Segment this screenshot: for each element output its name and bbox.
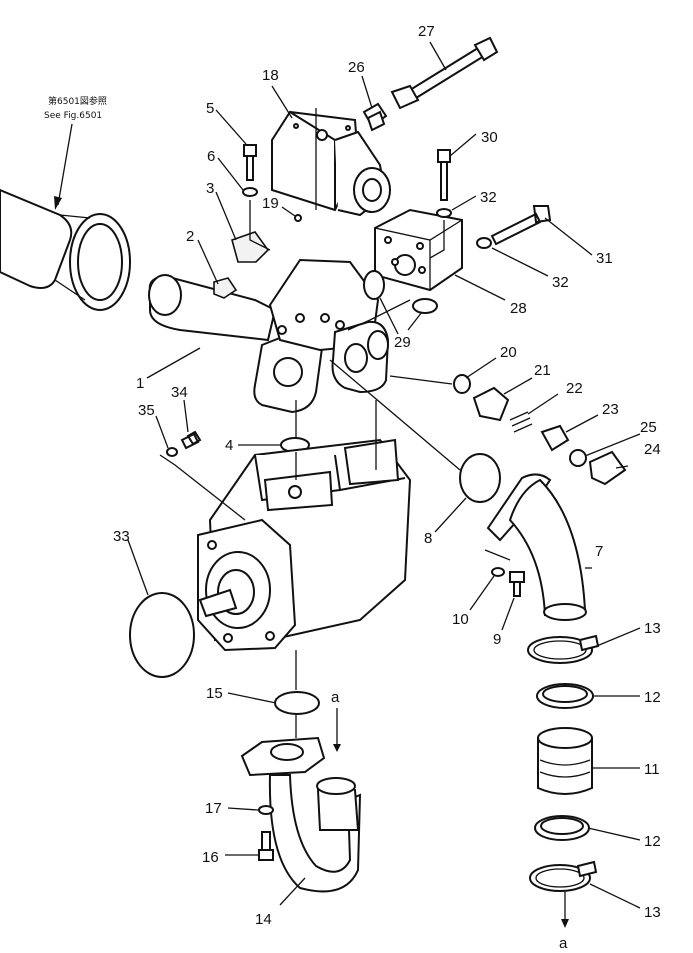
- flow-arrowhead-bottom: [561, 919, 569, 928]
- callout-28: 28: [510, 300, 527, 317]
- part-30-bolt: [437, 149, 451, 201]
- leader-lines: [127, 41, 641, 909]
- part-11-sleeve: [537, 727, 593, 795]
- reference-text-en: See Fig.6501: [44, 111, 102, 121]
- flow-mark-top: a: [331, 689, 340, 706]
- part-26-fitting: [362, 102, 388, 132]
- callout-1: 1: [136, 375, 144, 392]
- callout-26: 26: [348, 59, 365, 76]
- callout-31: 31: [596, 250, 613, 267]
- part-2-plug: [213, 277, 238, 299]
- callout-17: 17: [205, 800, 222, 817]
- callout-34: 34: [171, 384, 188, 401]
- callout-20: 20: [500, 344, 517, 361]
- callout-10: 10: [452, 611, 469, 628]
- part-24-plug: [588, 450, 627, 486]
- reference-text-jp: 第6501図参照: [48, 95, 107, 107]
- flow-mark-bottom: a: [559, 935, 568, 952]
- part-16-bolt: [258, 831, 274, 861]
- callout-19: 19: [262, 195, 279, 212]
- callout-13-top: 13: [644, 620, 661, 637]
- callout-6: 6: [207, 148, 215, 165]
- callout-13-bottom: 13: [644, 904, 661, 921]
- part-22-spring: [509, 411, 533, 433]
- callout-2: 2: [186, 228, 194, 245]
- part-32-washer-bottom: [476, 237, 492, 249]
- part-18-solenoid-valve: [271, 110, 391, 217]
- reference-leader: [57, 123, 73, 206]
- callout-18: 18: [262, 67, 279, 84]
- part-15-oring: [274, 691, 320, 715]
- part-1-manifold: [148, 258, 390, 414]
- callout-12-top: 12: [644, 689, 661, 706]
- part-7-elbow: [486, 473, 587, 621]
- part-21-poppet: [472, 386, 510, 422]
- callout-33: 33: [113, 528, 130, 545]
- part-10-washer: [491, 567, 505, 577]
- suction-pipe: [0, 188, 131, 311]
- part-31-bolt: [490, 205, 552, 246]
- part-28-valve-block: [374, 208, 463, 292]
- part-12-ring-top: [536, 683, 594, 709]
- part-8-oring: [459, 453, 501, 503]
- part-25-oring: [569, 449, 587, 467]
- part-13-clamp-top: [527, 634, 600, 664]
- part-14-elbow: [240, 736, 362, 893]
- part-9-bolt: [509, 571, 525, 597]
- part-29-oring-a: [363, 270, 385, 300]
- part-23-spacer: [540, 424, 570, 452]
- callout-32-bottom: 32: [552, 274, 569, 291]
- callout-5: 5: [206, 100, 214, 117]
- callout-27: 27: [418, 23, 435, 40]
- part-3-plug: [231, 231, 270, 263]
- callout-25: 25: [640, 419, 657, 436]
- part-5-bolt: [243, 144, 257, 181]
- part-12-ring-bottom: [534, 815, 590, 841]
- flow-arrowhead-top: [333, 744, 341, 752]
- part-35-washer: [166, 447, 178, 457]
- callout-4: 4: [225, 437, 233, 454]
- part-34-bolt: [180, 430, 202, 450]
- callout-24: 24: [644, 441, 661, 458]
- callout-35: 35: [138, 402, 155, 419]
- callout-3: 3: [206, 180, 214, 197]
- part-19-pin: [294, 214, 302, 222]
- callout-29: 29: [394, 334, 411, 351]
- callout-9: 9: [493, 631, 501, 648]
- assembly-lines: [159, 108, 511, 738]
- part-6-washer: [242, 187, 258, 197]
- part-29-oring-b: [412, 298, 438, 314]
- part-17-washer: [258, 805, 274, 815]
- callout-22: 22: [566, 380, 583, 397]
- part-32-washer-top: [436, 208, 452, 218]
- callout-7: 7: [595, 543, 603, 560]
- callout-16: 16: [202, 849, 219, 866]
- reference-arrowhead: [54, 196, 62, 210]
- part-20-seat: [453, 374, 471, 394]
- callout-11: 11: [644, 761, 660, 778]
- part-33-oring: [129, 592, 195, 678]
- part-13-clamp-bottom: [529, 860, 598, 892]
- callout-23: 23: [602, 401, 619, 418]
- callout-21: 21: [534, 362, 551, 379]
- main-pump: [197, 438, 412, 652]
- callout-15: 15: [206, 685, 223, 702]
- callout-12-bottom: 12: [644, 833, 661, 850]
- callout-30: 30: [481, 129, 498, 146]
- callout-14: 14: [255, 911, 272, 928]
- part-27-rod: [390, 36, 499, 110]
- callout-8: 8: [424, 530, 432, 547]
- callout-32-top: 32: [480, 189, 497, 206]
